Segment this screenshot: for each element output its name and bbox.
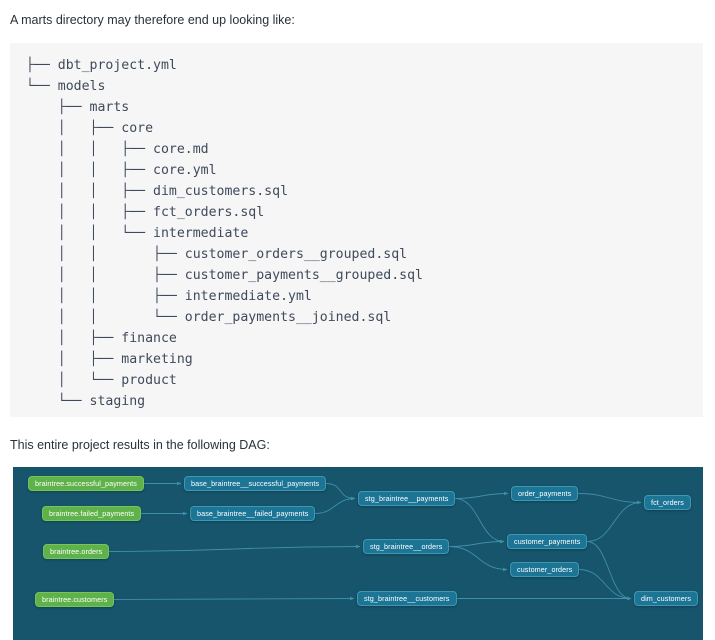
dag-edge — [577, 493, 642, 505]
dag-edge — [448, 539, 505, 547]
directory-tree-text: ├── dbt_project.yml └── models ├── marts… — [26, 58, 423, 409]
intro-paragraph: A marts directory may therefore end up l… — [10, 13, 295, 27]
dag-caption-paragraph: This entire project results in the follo… — [10, 438, 270, 452]
dag-node-order-payments[interactable]: order_payments — [511, 486, 579, 501]
dag-edge — [325, 483, 356, 501]
dag-node-fct-orders[interactable]: fct_orders — [644, 495, 691, 510]
dag-edge — [108, 544, 361, 552]
dag-node-base-braintree--successful-payments[interactable]: base_braintree__successful_payments — [184, 476, 327, 491]
dag-node-customer-payments[interactable]: customer_payments — [507, 534, 588, 549]
dag-edge — [454, 491, 509, 499]
dag-edges-layer — [108, 481, 642, 601]
dag-diagram-panel[interactable]: braintree.successful_payments braintree.f… — [13, 467, 703, 640]
dag-node-dim-customers[interactable]: dim_customers — [634, 591, 699, 606]
dag-node-stg-braintree--customers[interactable]: stg_braintree__customers — [357, 591, 457, 606]
dag-node-stg-braintree--orders[interactable]: stg_braintree__orders — [363, 539, 450, 554]
directory-tree-code-block: ├── dbt_project.yml └── models ├── marts… — [10, 43, 703, 417]
dag-edge — [454, 498, 505, 544]
dag-edge — [448, 546, 508, 572]
dag-edge — [113, 596, 355, 601]
dag-node-stg-braintree--payments[interactable]: stg_braintree__payments — [358, 491, 456, 506]
dag-node-braintree-customers[interactable]: braintree.customers — [35, 592, 115, 607]
dag-edge — [586, 500, 642, 542]
dag-node-customer-orders[interactable]: customer_orders — [510, 562, 580, 577]
dag-edge — [578, 569, 632, 601]
dag-edge — [314, 496, 356, 514]
dag-node-base-braintree--failed-payments[interactable]: base_braintree__failed_payments — [190, 506, 316, 521]
dag-node-braintree-orders[interactable]: braintree.orders — [43, 544, 110, 559]
dag-edge — [586, 541, 632, 601]
dag-node-braintree-successful-payments[interactable]: braintree.successful_payments — [28, 476, 144, 491]
dag-node-braintree-failed-payments[interactable]: braintree.failed_payments — [42, 506, 142, 521]
